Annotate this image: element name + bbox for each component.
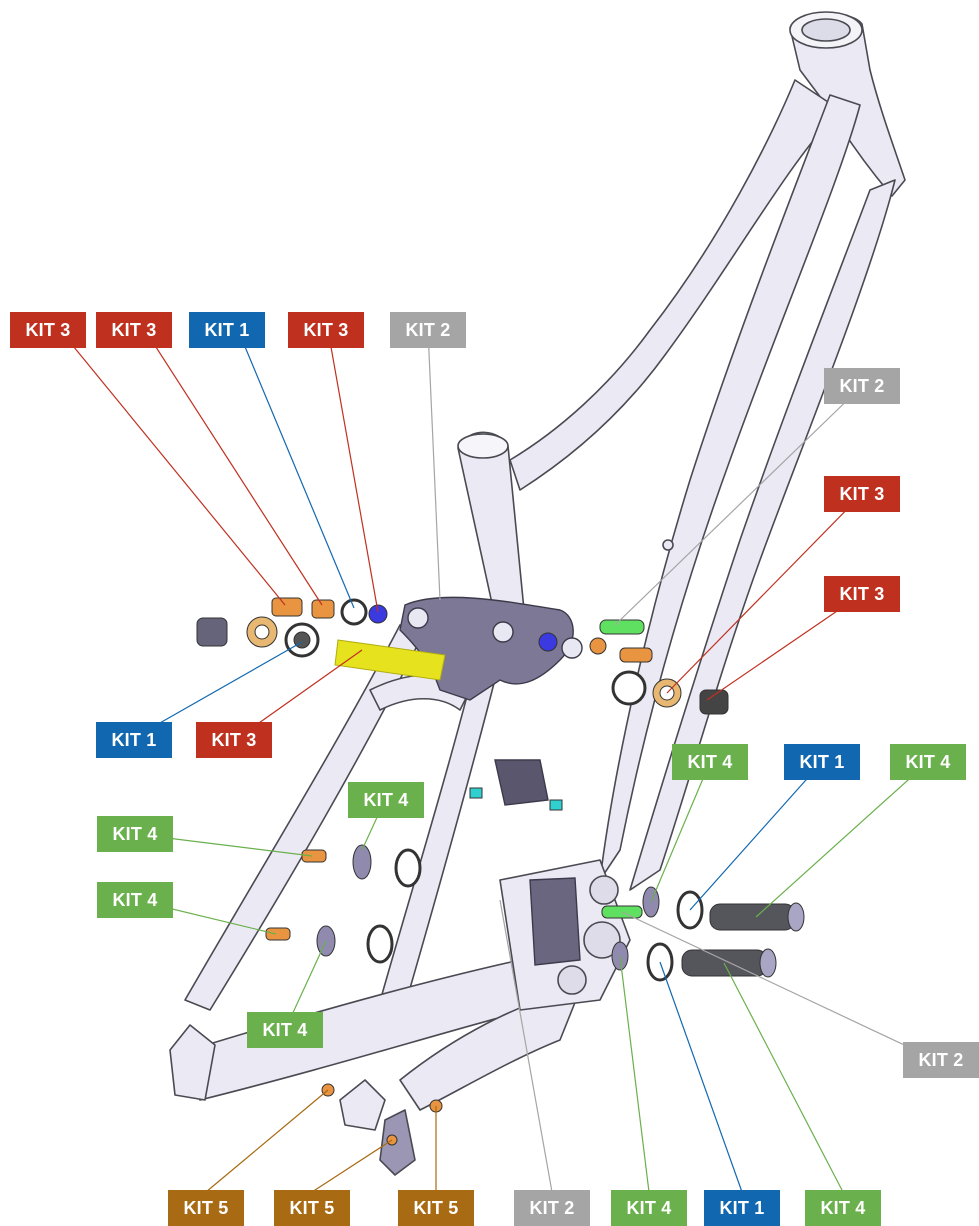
kit-1-callout: KIT 1: [96, 722, 172, 758]
kit-4-callout: KIT 4: [97, 882, 173, 918]
kit-4-callout: KIT 4: [97, 816, 173, 852]
frame-body: [169, 11, 906, 1176]
kit-2-callout: KIT 2: [514, 1190, 590, 1226]
kit-2-callout: KIT 2: [903, 1042, 979, 1078]
bottle-boss: [662, 539, 674, 551]
down-tube-right: [629, 179, 896, 891]
seat-tube-top: [457, 433, 509, 459]
kit-3-callout: KIT 3: [288, 312, 364, 348]
kit-4-callout: KIT 4: [672, 744, 748, 780]
kit-5-callout: KIT 5: [274, 1190, 350, 1226]
rocker-link: [399, 596, 583, 966]
kit-2-callout: KIT 2: [390, 312, 466, 348]
kit-3-callout: KIT 3: [10, 312, 86, 348]
dropout-right: [339, 1079, 386, 1131]
kit-4-callout: KIT 4: [611, 1190, 687, 1226]
top-tube: [509, 79, 841, 491]
head-tube-bore: [801, 18, 851, 42]
kit-3-callout: KIT 3: [196, 722, 272, 758]
pivot-bore-3: [557, 965, 587, 995]
kit-3-callout: KIT 3: [824, 476, 900, 512]
kit-4-callout: KIT 4: [348, 782, 424, 818]
kit-4-callout: KIT 4: [805, 1190, 881, 1226]
kit-1-callout: KIT 1: [189, 312, 265, 348]
kit-5-callout: KIT 5: [398, 1190, 474, 1226]
kit-4-callout: KIT 4: [890, 744, 966, 780]
kit-3-callout: KIT 3: [96, 312, 172, 348]
leader-lines: [59, 329, 937, 1193]
pivot-bore-1: [589, 875, 619, 905]
kit-1-callout: KIT 1: [704, 1190, 780, 1226]
kit-2-callout: KIT 2: [824, 368, 900, 404]
dropout-left: [169, 1024, 216, 1101]
kit-1-callout: KIT 1: [784, 744, 860, 780]
kit-5-callout: KIT 5: [168, 1190, 244, 1226]
kit-4-callout: KIT 4: [247, 1012, 323, 1048]
seat-stay-left: [184, 624, 421, 1011]
kit-3-callout: KIT 3: [824, 576, 900, 612]
derailleur-hanger: [379, 1109, 416, 1176]
pivot-bore-2: [583, 921, 621, 959]
